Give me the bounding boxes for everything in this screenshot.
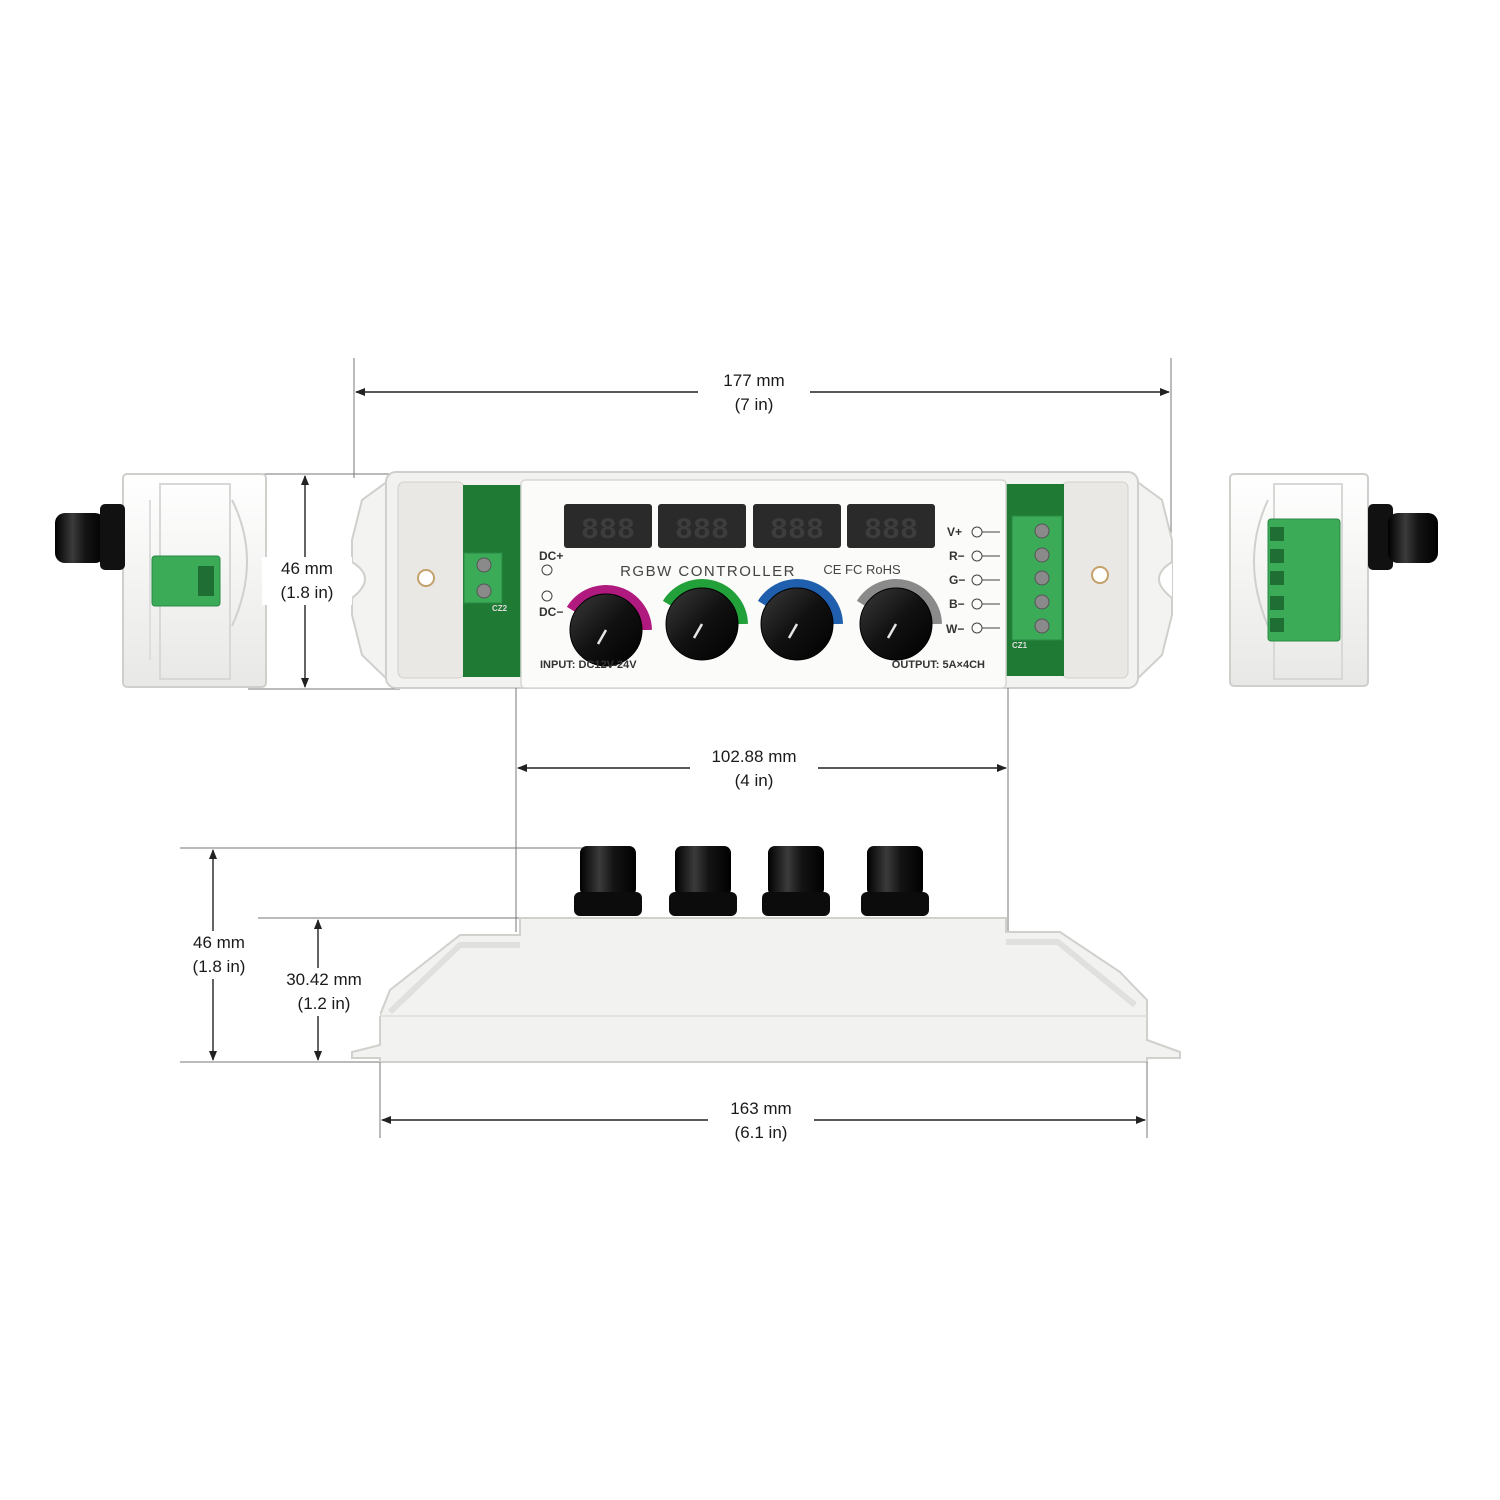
overall-length-value: 177 mm — [723, 371, 785, 390]
side-housing-body — [351, 917, 1181, 1063]
svg-text:888: 888 — [770, 514, 824, 548]
knob-pointer — [596, 629, 608, 645]
knob-pointer — [886, 623, 898, 639]
overall-length-label: 177 mm (7 in) — [698, 369, 810, 417]
dimmer-knob-4 — [856, 579, 942, 661]
mounting-hole-right — [1091, 566, 1109, 584]
output-label-w: W− — [946, 622, 964, 636]
dc-plus-terminal-icon — [541, 564, 553, 576]
dc-minus-label: DC− — [539, 605, 563, 619]
controller-top-view: CZ2 CZ1 888 888 888 8 — [351, 471, 1173, 689]
base-length-value: 163 mm — [730, 1099, 792, 1118]
dc-plus-label: DC+ — [539, 549, 563, 563]
dimmer-knob-1 — [566, 585, 652, 667]
svg-text:888: 888 — [864, 514, 918, 548]
knob-color-arc — [856, 579, 942, 625]
mounting-hole-left — [417, 569, 435, 587]
output-label-r: R− — [949, 549, 965, 563]
display-3: 888 — [753, 504, 841, 548]
dc-minus-terminal-icon — [541, 590, 553, 602]
display-4: 888 — [847, 504, 935, 548]
side-body-height-imperial: (1.2 in) — [297, 994, 351, 1013]
knob-color-arc — [757, 579, 843, 625]
knob-side-1 — [574, 846, 642, 916]
input-rating-label: INPUT: DC12V-24V — [540, 659, 637, 671]
panel-title: RGBW CONTROLLER — [620, 563, 796, 580]
body-height-label: 46 mm (1.8 in) — [262, 557, 352, 605]
knob-side-icon — [55, 504, 125, 570]
output-connector-code: CZ1 — [1012, 641, 1028, 650]
knob-pointer — [692, 623, 704, 639]
knob-side-icon — [1368, 504, 1438, 570]
display-1: 888 — [564, 504, 652, 548]
body-height-value: 46 mm — [281, 559, 333, 578]
output-label-v: V+ — [947, 525, 962, 539]
panel-width-imperial: (4 in) — [734, 771, 774, 790]
dimmer-knob-3 — [757, 579, 843, 661]
output-label-b: B− — [949, 597, 965, 611]
certification-marks: CE FC RoHS — [823, 562, 901, 577]
knob-side-4 — [861, 846, 929, 916]
base-length-label: 163 mm (6.1 in) — [708, 1097, 814, 1145]
dimmer-knob-2 — [662, 579, 748, 661]
body-height-imperial: (1.8 in) — [280, 583, 334, 602]
display-2: 888 — [658, 504, 746, 548]
knob-color-arc — [566, 585, 652, 631]
knob-color-arc — [662, 579, 748, 625]
side-total-height-value: 46 mm — [193, 933, 245, 952]
overall-length-imperial: (7 in) — [734, 395, 774, 414]
right-end-view — [1229, 473, 1438, 687]
panel-width-value: 102.88 mm — [711, 747, 797, 766]
panel-width-label: 102.88 mm (4 in) — [690, 745, 818, 793]
output-label-g: G− — [949, 573, 965, 587]
knob-side-2 — [669, 846, 737, 916]
side-total-height-label: 46 mm (1.8 in) — [174, 931, 264, 979]
knob-side-3 — [762, 846, 830, 916]
side-body-height-label: 30.42 mm (1.2 in) — [268, 968, 380, 1016]
output-rating-label: OUTPUT: 5A×4CH — [892, 659, 985, 671]
svg-text:888: 888 — [675, 514, 729, 548]
dc-connector-code: CZ2 — [492, 604, 508, 613]
side-total-height-imperial: (1.8 in) — [192, 957, 246, 976]
side-body-height-value: 30.42 mm — [286, 970, 362, 989]
svg-text:888: 888 — [581, 514, 635, 548]
base-length-imperial: (6.1 in) — [734, 1123, 788, 1142]
left-end-view — [55, 473, 267, 688]
output-terminal-labels: V+ R− G− B− W− — [946, 525, 965, 636]
knob-pointer — [787, 623, 799, 639]
output-terminal-block-side — [1267, 518, 1341, 642]
controller-side-view — [351, 846, 1181, 1063]
